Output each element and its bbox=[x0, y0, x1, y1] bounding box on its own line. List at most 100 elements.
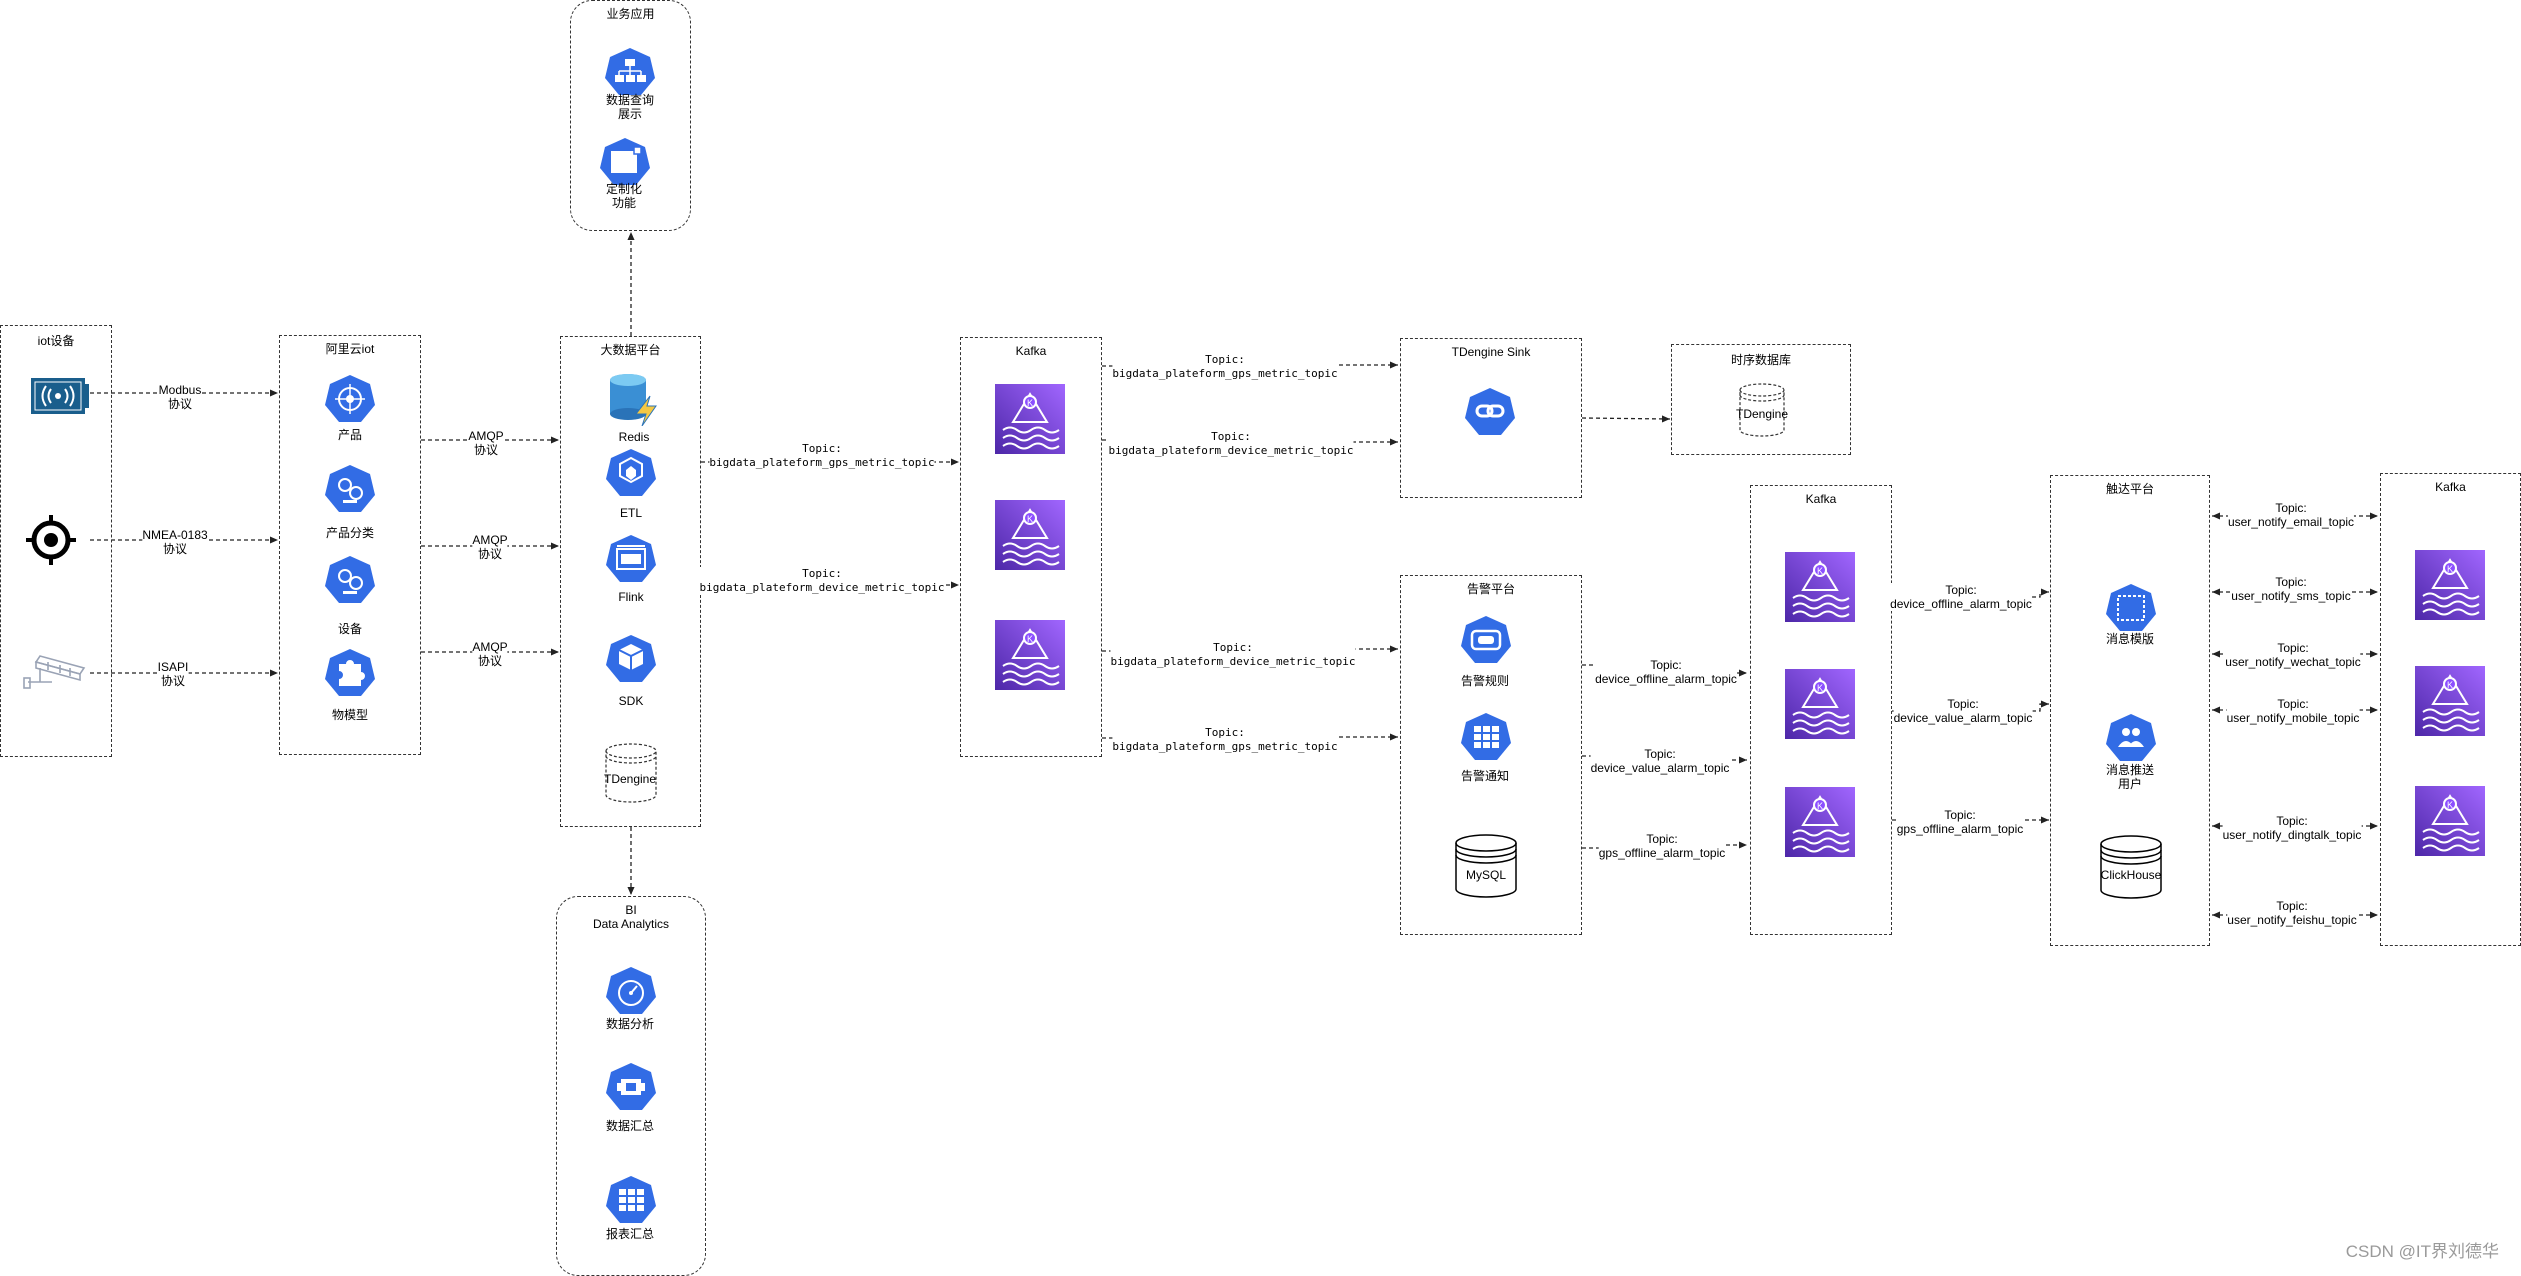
reach-item-label: ClickHouse bbox=[2100, 868, 2162, 882]
svg-text:K: K bbox=[2447, 680, 2453, 690]
sdk-icon[interactable] bbox=[604, 634, 658, 684]
group-reach-title: 触达平台 bbox=[2105, 482, 2154, 496]
database-icon[interactable] bbox=[2099, 834, 2163, 900]
tsdb-item-label: TDengine bbox=[1735, 407, 1789, 421]
group-tdsink-title: TDengine Sink bbox=[1451, 345, 1531, 359]
database-icon[interactable] bbox=[1738, 382, 1786, 438]
aliyun-item-label: 设备 bbox=[337, 622, 363, 636]
flink-icon[interactable] bbox=[604, 534, 658, 584]
edge-label-topic: Topic: device_offline_alarm_topic bbox=[1890, 583, 2032, 611]
group-bi-title: BI Data Analytics bbox=[592, 903, 670, 931]
bigdata-item-label: TDengine bbox=[603, 772, 657, 786]
edge-label-topic: Topic: bigdata_plateform_device_metric_t… bbox=[1110, 641, 1356, 669]
edge-label-isapi: ISAPI 协议 bbox=[157, 660, 189, 688]
group-kafka3-title: Kafka bbox=[2435, 480, 2466, 494]
aliyun-model[interactable] bbox=[323, 648, 377, 703]
group-tsdb: 时序数据库 bbox=[1671, 344, 1851, 455]
redis-icon[interactable] bbox=[606, 372, 660, 426]
alarm-rule-icon[interactable] bbox=[1459, 615, 1513, 665]
aliyun-device[interactable] bbox=[323, 555, 377, 610]
bi-item-label: 数据汇总 bbox=[605, 1119, 655, 1133]
kafka-icon[interactable]: K bbox=[995, 384, 1065, 454]
bi-item-label: 数据分析 bbox=[605, 1017, 655, 1031]
database-icon[interactable] bbox=[1454, 833, 1518, 899]
group-iot: iot设备 bbox=[0, 325, 112, 757]
alarm-item-label: 告警规则 bbox=[1460, 674, 1510, 688]
sensor-icon bbox=[31, 378, 89, 414]
kafka-icon[interactable]: K bbox=[1785, 552, 1855, 622]
link-icon[interactable] bbox=[1463, 387, 1517, 437]
svg-text:K: K bbox=[1817, 801, 1823, 811]
alarm-notify-icon[interactable] bbox=[1459, 712, 1513, 762]
alarm-item-label: MySQL bbox=[1465, 868, 1507, 882]
gps-target-icon bbox=[26, 515, 76, 565]
edge-label-amqp: AMQP 协议 bbox=[472, 640, 508, 668]
etl-icon[interactable] bbox=[604, 448, 658, 498]
query-display-icon[interactable] bbox=[603, 47, 657, 97]
svg-text:K: K bbox=[1027, 514, 1033, 524]
bigdata-item-label: SDK bbox=[618, 694, 644, 708]
edge-label-topic: Topic: device_value_alarm_topic bbox=[1590, 747, 1730, 775]
svg-text:K: K bbox=[1817, 683, 1823, 693]
summary-icon[interactable] bbox=[604, 1062, 658, 1112]
edge-label-topic: Topic: bigdata_plateform_device_metric_t… bbox=[699, 567, 945, 595]
biz-item-label: 定制化 功能 bbox=[605, 182, 643, 210]
kafka-icon[interactable]: K bbox=[1785, 669, 1855, 739]
group-kafka2-title: Kafka bbox=[1805, 492, 1837, 506]
group-reach: 触达平台 bbox=[2050, 475, 2210, 946]
kafka-icon[interactable]: K bbox=[2415, 786, 2485, 856]
bi-item-label: 报表汇总 bbox=[605, 1227, 655, 1241]
group-biz: 业务应用 bbox=[570, 0, 691, 231]
edge-label-topic: Topic: user_notify_dingtalk_topic bbox=[2222, 814, 2362, 842]
push-users-icon[interactable] bbox=[2104, 713, 2158, 763]
message-template-icon[interactable] bbox=[2104, 583, 2158, 633]
group-kafka1-title: Kafka bbox=[1015, 344, 1047, 358]
edge-label-topic: Topic: user_notify_mobile_topic bbox=[2226, 697, 2360, 725]
group-alarm-title: 告警平台 bbox=[1466, 582, 1515, 596]
aliyun-item-label: 产品 bbox=[337, 428, 363, 442]
edge-label-topic: Topic: user_notify_sms_topic bbox=[2231, 575, 2351, 603]
group-kafka2: Kafka bbox=[1750, 485, 1892, 935]
aliyun-product[interactable] bbox=[323, 374, 377, 429]
alarm-item-label: 告警通知 bbox=[1460, 769, 1510, 783]
svg-text:K: K bbox=[1027, 398, 1033, 408]
group-biz-title: 业务应用 bbox=[606, 7, 655, 21]
watermark: CSDN @IT界刘德华 bbox=[2345, 1242, 2499, 1261]
kafka-icon[interactable]: K bbox=[995, 500, 1065, 570]
group-alarm: 告警平台 bbox=[1400, 575, 1582, 935]
svg-text:K: K bbox=[1027, 634, 1033, 644]
bigdata-item-label: ETL bbox=[619, 506, 643, 520]
biz-item-label: 数据查询 展示 bbox=[605, 93, 655, 121]
kafka-icon[interactable]: K bbox=[1785, 787, 1855, 857]
edge-label-topic: Topic: user_notify_email_topic bbox=[2227, 501, 2355, 529]
group-kafka1: Kafka bbox=[960, 337, 1102, 757]
group-iot-title: iot设备 bbox=[37, 334, 75, 348]
edge-sink-tsdb bbox=[1581, 415, 1671, 423]
kafka-icon[interactable]: K bbox=[2415, 550, 2485, 620]
edge-label-topic: Topic: gps_offline_alarm_topic bbox=[1598, 832, 1726, 860]
svg-text:K: K bbox=[2447, 800, 2453, 810]
camera-icon bbox=[23, 655, 86, 689]
edge-label-topic: Topic: bigdata_plateform_device_metric_t… bbox=[1108, 430, 1354, 458]
group-tsdb-title: 时序数据库 bbox=[1730, 353, 1791, 367]
database-icon[interactable] bbox=[604, 742, 658, 804]
group-tdsink: TDengine Sink bbox=[1400, 338, 1582, 498]
bigdata-item-label: Flink bbox=[618, 590, 644, 604]
edge-label-topic: Topic: bigdata_plateform_gps_metric_topi… bbox=[1112, 353, 1338, 381]
svg-text:K: K bbox=[1817, 566, 1823, 576]
edge-label-topic: Topic: device_value_alarm_topic bbox=[1893, 697, 2033, 725]
edge-label-modbus: Modbus 协议 bbox=[158, 383, 202, 411]
edge-label-nmea: NMEA-0183 协议 bbox=[142, 528, 208, 556]
edge-label-topic: Topic: user_notify_feishu_topic bbox=[2227, 899, 2357, 927]
kafka-icon[interactable]: K bbox=[995, 620, 1065, 690]
kafka-icon[interactable]: K bbox=[2415, 666, 2485, 736]
edge-label-topic: Topic: gps_offline_alarm_topic bbox=[1896, 808, 2024, 836]
analytics-icon[interactable] bbox=[604, 966, 658, 1016]
aliyun-category[interactable] bbox=[323, 464, 377, 519]
aliyun-item-label: 物模型 bbox=[331, 708, 369, 722]
reach-item-label: 消息推送 用户 bbox=[2105, 763, 2155, 791]
bigdata-item-label: Redis bbox=[618, 430, 650, 444]
report-icon[interactable] bbox=[604, 1175, 658, 1225]
svg-text:K: K bbox=[2447, 564, 2453, 574]
custom-function-icon[interactable] bbox=[598, 137, 652, 187]
